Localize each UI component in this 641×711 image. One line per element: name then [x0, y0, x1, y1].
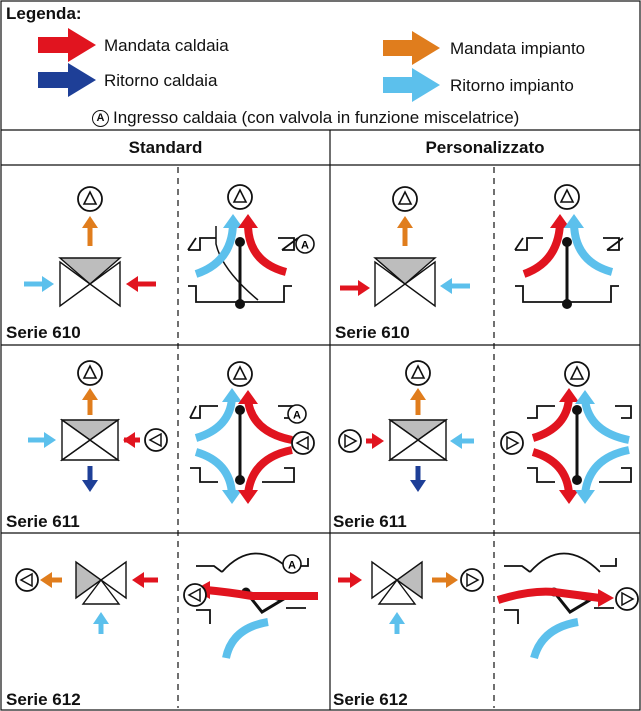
valve-610-custom-section	[514, 184, 624, 309]
dark-blue-arrow-icon	[38, 63, 96, 97]
legend-label-ritorno-impianto: Ritorno impianto	[450, 76, 574, 95]
valve-612-standard-symbol	[15, 560, 158, 634]
series-label-612-custom: Serie 612	[333, 690, 408, 709]
valve-612-standard-section: A	[183, 552, 318, 660]
valve-611-custom-section	[500, 361, 632, 504]
series-label-610-standard: Serie 610	[6, 323, 81, 342]
column-header-standard: Standard	[128, 138, 203, 157]
valve-610-standard-section: A	[187, 184, 315, 309]
series-label-612-standard: Serie 612	[6, 690, 81, 709]
valve-611-standard-section: A	[189, 361, 315, 504]
legend-label-mandata-impianto: Mandata impianto	[450, 39, 586, 58]
series-label-611-custom: Serie 611	[333, 512, 407, 531]
legend-note-text: Ingresso caldaia (con valvola in funzion…	[113, 108, 520, 127]
inlet-marker-icon: A	[92, 110, 109, 127]
valve-610-custom-symbol	[340, 186, 470, 308]
series-label-611-standard: Serie 611	[6, 512, 80, 531]
legend-label-ritorno-caldaia: Ritorno caldaia	[104, 71, 218, 90]
legend-arrows	[38, 28, 440, 102]
column-header-personalizzato: Personalizzato	[425, 138, 545, 157]
valve-611-standard-symbol	[28, 360, 168, 492]
light-blue-arrow-icon	[383, 68, 440, 102]
valve-611-custom-symbol	[338, 360, 474, 492]
inlet-marker: A	[301, 240, 309, 252]
valve-612-custom-symbol	[338, 560, 484, 634]
cell-dividers	[177, 167, 495, 708]
inlet-marker: A	[293, 410, 301, 422]
valve-612-custom-section	[496, 552, 639, 660]
orange-arrow-icon	[383, 31, 440, 65]
legend-label-mandata-caldaia: Mandata caldaia	[104, 36, 229, 55]
valve-610-standard-symbol	[24, 186, 156, 308]
red-arrow-icon	[38, 28, 96, 62]
inlet-marker: A	[288, 560, 296, 572]
legend-title: Legenda:	[6, 4, 82, 23]
series-label-610-custom: Serie 610	[335, 323, 410, 342]
